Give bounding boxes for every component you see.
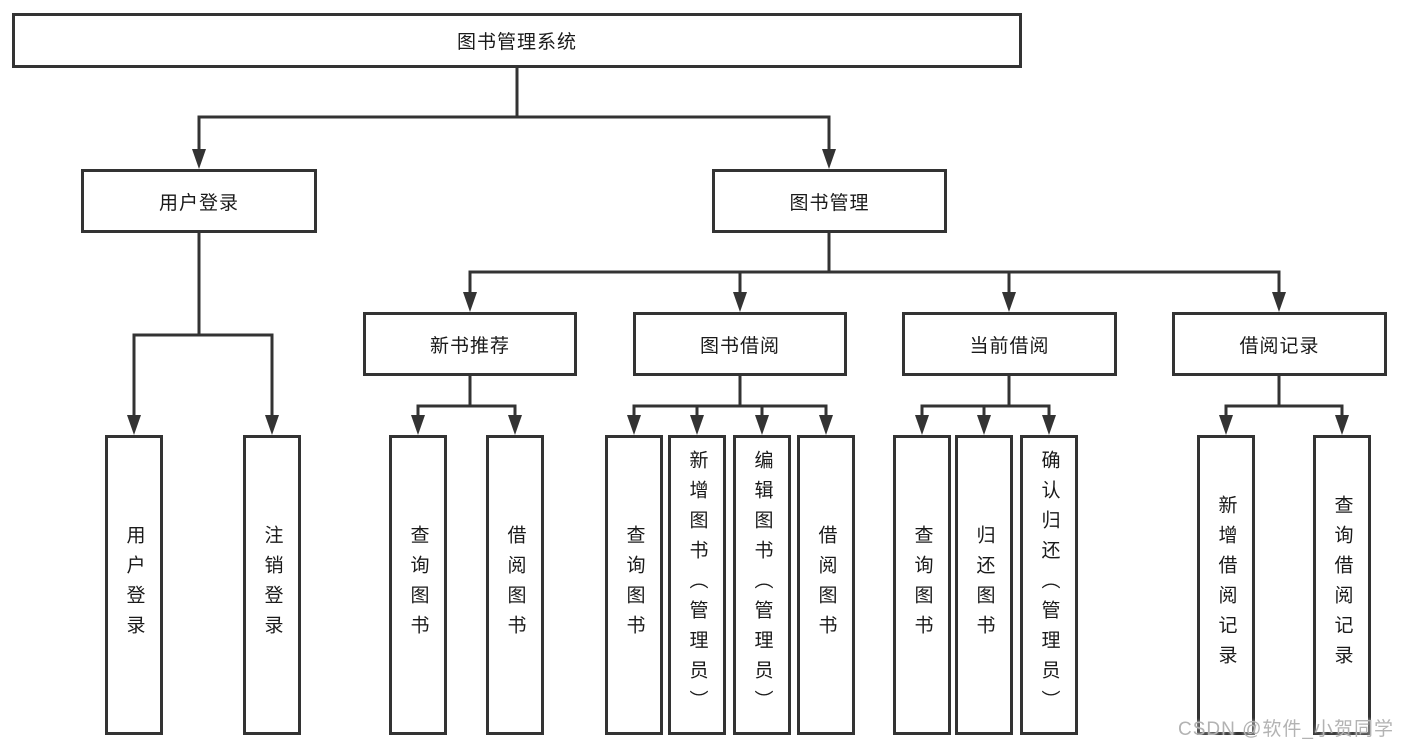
leaf-return-books: 归还图书	[955, 435, 1013, 735]
node-current-borrow: 当前借阅	[902, 312, 1117, 376]
leaf-add-borrow-record: 新增借阅记录	[1197, 435, 1255, 735]
leaf-query-books-recommend: 查询图书	[389, 435, 447, 735]
leaf-query-borrow-record: 查询借阅记录	[1313, 435, 1371, 735]
leaf-query-books-current: 查询图书	[893, 435, 951, 735]
leaf-edit-book-admin: 编辑图书（管理员）	[733, 435, 791, 735]
node-new-book-recommend: 新书推荐	[363, 312, 577, 376]
leaf-borrow-books-recommend: 借阅图书	[486, 435, 544, 735]
csdn-watermark: CSDN @软件_小贺同学	[1178, 719, 1394, 740]
node-borrow-records: 借阅记录	[1172, 312, 1387, 376]
leaf-confirm-return-admin: 确认归还（管理员）	[1020, 435, 1078, 735]
node-book-borrow: 图书借阅	[633, 312, 847, 376]
leaf-query-books-borrow: 查询图书	[605, 435, 663, 735]
leaf-add-book-admin: 新增图书（管理员）	[668, 435, 726, 735]
leaf-user-login: 用户登录	[105, 435, 163, 735]
node-root-system: 图书管理系统	[12, 13, 1022, 68]
node-user-login: 用户登录	[81, 169, 317, 233]
leaf-logout: 注销登录	[243, 435, 301, 735]
node-book-management: 图书管理	[712, 169, 947, 233]
leaf-borrow-books: 借阅图书	[797, 435, 855, 735]
